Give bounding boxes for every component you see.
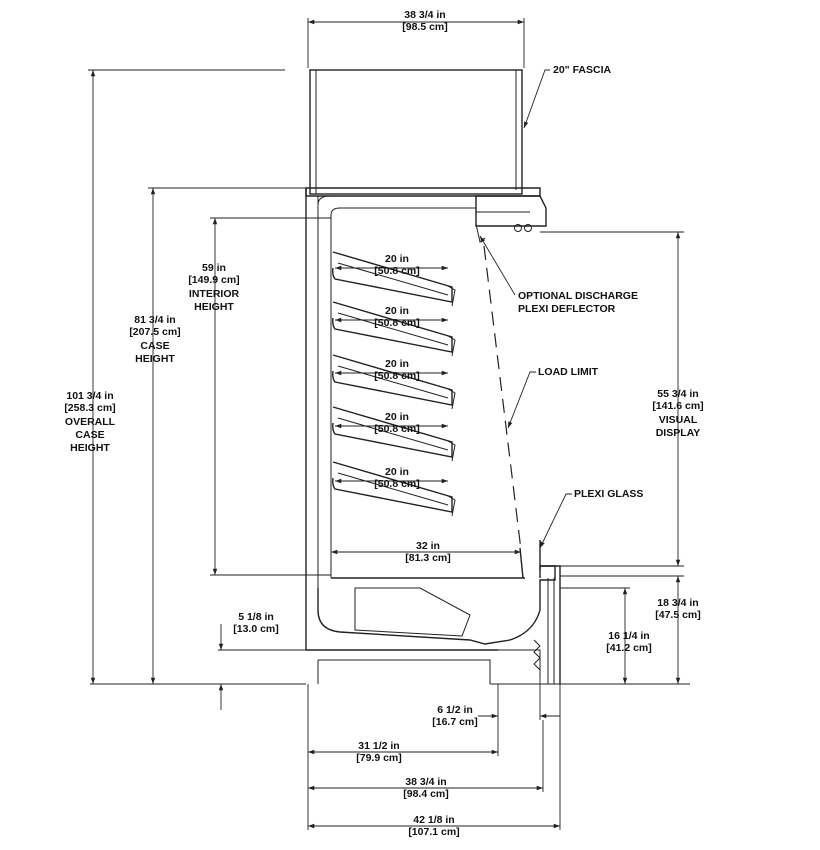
fascia-callout: 20" FASCIA (553, 64, 611, 76)
deflector-callout-line-1: OPTIONAL DISCHARGE (518, 290, 638, 302)
base-height-metric: [13.0 cm] (233, 623, 279, 635)
kick-depth-value: 6 1/2 in (437, 704, 473, 716)
front-bumper (540, 565, 561, 684)
plexi-glass (519, 547, 524, 579)
visual-display-metric: [141.6 cm] (652, 400, 703, 412)
front-height-b-value: 16 1/4 in (608, 630, 649, 642)
shelf-depth-metric: [50.8 cm] (374, 370, 420, 382)
deflector-callout-line-2: PLEXI DEFLECTOR (518, 303, 616, 315)
dimension-labels: 38 3/4 in [98.5 cm] 101 3/4 in [258.3 cm… (64, 9, 703, 838)
overall-height-label-3: HEIGHT (70, 442, 110, 454)
shelf-depth-value: 20 in (385, 411, 409, 423)
canopy-front-hood (475, 195, 547, 227)
case-depth-metric: [98.4 cm] (403, 788, 449, 800)
case-height-metric: [207.5 cm] (129, 326, 180, 338)
shelf-depth-metric: [50.8 cm] (374, 478, 420, 490)
interior-height-value: 59 in (202, 262, 226, 274)
shelf-depth-value: 20 in (385, 305, 409, 317)
kick-depth-metric: [16.7 cm] (432, 716, 478, 728)
overall-height-label-1: OVERALL (65, 416, 116, 428)
base-leg (317, 659, 491, 684)
load-limit-line (483, 245, 522, 551)
canopy-light-2 (524, 224, 532, 232)
base-depth-metric: [79.9 cm] (356, 752, 402, 764)
front-height-b-metric: [41.2 cm] (606, 642, 652, 654)
shelf-depth-metric: [50.8 cm] (374, 265, 420, 277)
shelf-depth-value: 20 in (385, 466, 409, 478)
callout-labels: 20" FASCIA OPTIONAL DISCHARGE PLEXI DEFL… (518, 64, 643, 500)
dimension-lines (88, 18, 684, 830)
case-height-label-1: CASE (140, 340, 169, 352)
visual-display-label-2: DISPLAY (656, 427, 701, 439)
lower-tub (317, 565, 556, 645)
overall-height-label-2: CASE (75, 429, 104, 441)
deck-depth-value: 32 in (416, 540, 440, 552)
shelf-depth-value: 20 in (385, 253, 409, 265)
interior-height-metric: [149.9 cm] (188, 274, 239, 286)
top-width-metric: [98.5 cm] (402, 21, 448, 33)
overall-height-value: 101 3/4 in (66, 390, 113, 402)
rear-duct-inner (330, 207, 476, 216)
shelf-depth-metric: [50.8 cm] (374, 423, 420, 435)
canopy-top (305, 187, 541, 197)
front-height-a-value: 18 3/4 in (657, 597, 698, 609)
overall-depth-value: 42 1/8 in (413, 814, 454, 826)
plexi-glass-leader (539, 493, 572, 549)
shelf-depth-metric: [50.8 cm] (374, 317, 420, 329)
plexi-glass-callout: PLEXI GLASS (574, 488, 643, 500)
visual-display-label-1: VISUAL (659, 414, 698, 426)
fascia-leader (523, 69, 550, 129)
load-limit-callout: LOAD LIMIT (538, 366, 599, 378)
callout-leaders (479, 69, 572, 549)
visual-display-value: 55 3/4 in (657, 388, 698, 400)
overall-depth-metric: [107.1 cm] (408, 826, 459, 838)
base-depth-value: 31 1/2 in (358, 740, 399, 752)
overall-height-metric: [258.3 cm] (64, 402, 115, 414)
canopy-light-1 (514, 224, 522, 232)
shelf-group (332, 251, 456, 517)
shelf (332, 406, 456, 462)
rear-duct-top (317, 195, 476, 206)
base-height-value: 5 1/8 in (238, 611, 274, 623)
evaporator-coil (354, 587, 471, 637)
load-limit-leader (507, 371, 536, 429)
interior-height-label-1: INTERIOR (189, 288, 240, 300)
shelf (332, 461, 456, 517)
deck-depth-metric: [81.3 cm] (405, 552, 451, 564)
fascia-panel (309, 69, 523, 195)
interior-height-label-2: HEIGHT (194, 301, 234, 313)
deflector-leader (479, 235, 516, 296)
case-height-value: 81 3/4 in (134, 314, 175, 326)
case-outline (90, 69, 690, 685)
front-height-a-metric: [47.5 cm] (655, 609, 701, 621)
case-height-label-2: HEIGHT (135, 353, 175, 365)
kickplate (498, 649, 541, 678)
case-depth-value: 38 3/4 in (405, 776, 446, 788)
drain-bellows (533, 639, 541, 671)
shelf-depth-value: 20 in (385, 358, 409, 370)
top-width-value: 38 3/4 in (404, 9, 445, 21)
